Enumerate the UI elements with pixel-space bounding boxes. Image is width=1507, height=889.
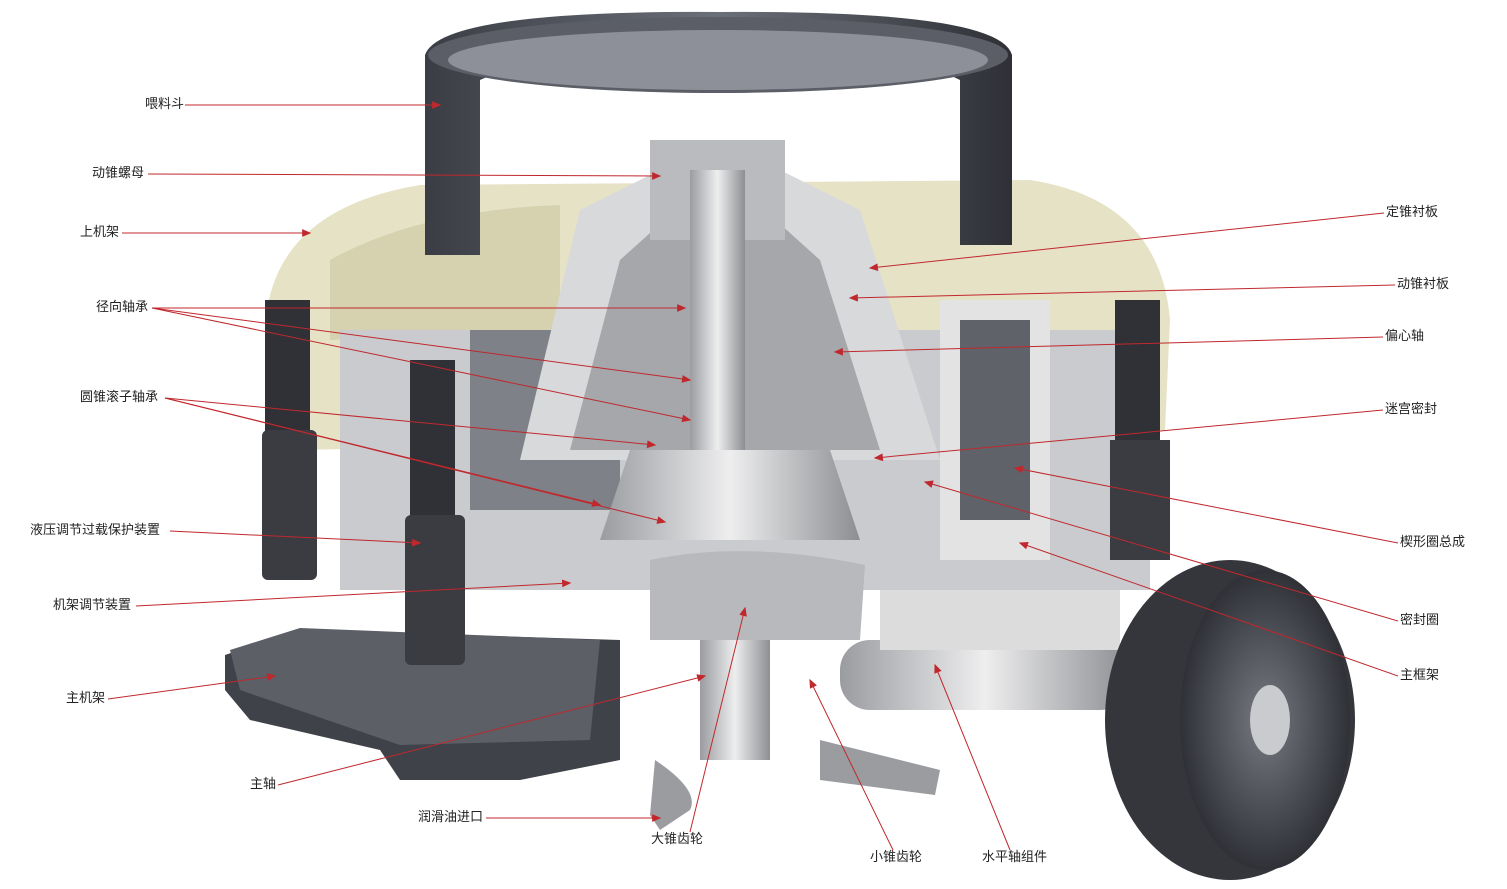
leader-arrowhead <box>873 453 884 462</box>
leader-arrowhead <box>432 101 442 109</box>
leader-line <box>277 675 706 786</box>
main-frame-base-shape <box>225 628 620 780</box>
label-tapered-roller-bearing: 圆锥滚子轴承 <box>80 390 159 405</box>
leader-arrowhead <box>923 480 934 488</box>
leader-arrowhead <box>934 663 942 674</box>
leader-line <box>1019 542 1399 677</box>
label-wedge-ring: 楔形圈总成 <box>1400 535 1466 550</box>
label-frame-adjust: 机架调节装置 <box>53 598 132 613</box>
leader-line <box>151 307 691 421</box>
leader-arrowhead <box>1018 541 1029 550</box>
leader-line <box>924 481 1399 622</box>
leader-arrowhead <box>739 606 747 617</box>
label-concave-liner: 定锥衬板 <box>1386 205 1439 220</box>
hydraulic-cylinders-shape <box>262 300 1170 665</box>
label-main-shaft: 主轴 <box>250 777 277 792</box>
leader-line <box>834 336 1384 353</box>
leader-arrowhead <box>809 678 817 689</box>
leader-line <box>164 397 601 506</box>
leader-arrowhead <box>561 579 572 588</box>
leader-arrowhead <box>266 673 277 681</box>
leader-arrowhead <box>656 516 667 524</box>
label-mantle-liner: 动锥衬板 <box>1397 277 1450 292</box>
label-main-frame: 主框架 <box>1400 668 1440 683</box>
leader-line <box>135 582 571 607</box>
leader-arrowhead <box>652 814 662 822</box>
leader-line <box>107 675 276 700</box>
leader-line <box>934 664 1011 851</box>
label-radial-bearing: 径向轴承 <box>96 300 149 315</box>
leader-arrowhead <box>868 263 879 272</box>
hopper-shape <box>425 11 1012 256</box>
leader-line <box>874 409 1384 459</box>
leader-line <box>164 397 656 446</box>
leader-line <box>809 679 894 851</box>
leader-arrowhead <box>833 347 843 356</box>
leader-arrowhead <box>848 293 858 302</box>
pulley-shape <box>1105 560 1355 880</box>
leader-line <box>1014 467 1399 544</box>
leader-arrowhead <box>652 172 662 180</box>
leader-line <box>869 212 1385 269</box>
leader-arrowhead <box>681 414 692 423</box>
leader-line <box>689 607 746 833</box>
label-labyrinth-seal: 迷宫密封 <box>1385 402 1438 417</box>
label-seal-ring: 密封圈 <box>1400 613 1440 628</box>
leader-arrowhead <box>646 440 657 449</box>
label-countershaft: 水平轴组件 <box>982 850 1048 865</box>
leader-arrowhead <box>591 499 602 507</box>
leader-line <box>849 284 1396 299</box>
crusher-body-shape <box>340 140 1150 830</box>
leader-arrowhead <box>302 229 312 237</box>
label-main-frame-base: 主机架 <box>66 691 106 706</box>
label-hydraulic-overload: 液压调节过载保护装置 <box>30 523 161 538</box>
label-upper-frame: 上机架 <box>80 225 120 240</box>
label-large-bevel-gear: 大锥齿轮 <box>651 832 704 847</box>
label-small-bevel-gear: 小锥齿轮 <box>870 850 923 865</box>
leader-arrowhead <box>411 538 422 547</box>
leader-line <box>151 307 691 381</box>
label-mantle-nut: 动锥螺母 <box>92 166 145 181</box>
leader-arrowhead <box>681 375 692 383</box>
leader-arrowhead <box>696 674 707 682</box>
leader-arrowhead <box>1013 465 1024 474</box>
label-lube-inlet: 润滑油进口 <box>418 810 484 825</box>
leader-arrowhead <box>677 304 687 312</box>
label-eccentric-shaft: 偏心轴 <box>1385 329 1425 344</box>
leader-line <box>147 173 661 177</box>
label-hopper: 喂料斗 <box>145 97 185 112</box>
leader-line <box>169 530 421 544</box>
